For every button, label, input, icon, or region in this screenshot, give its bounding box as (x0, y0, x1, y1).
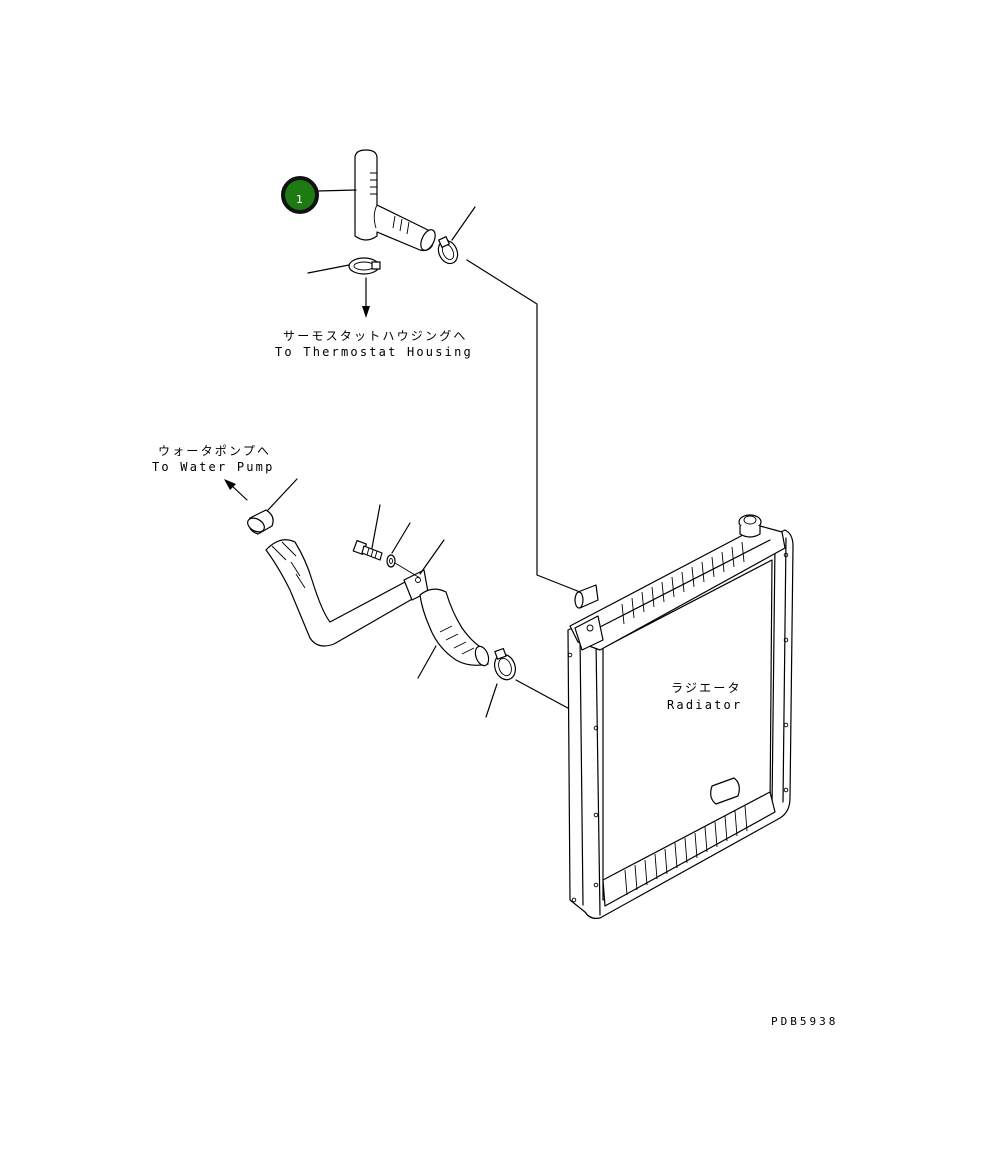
lower-radiator-hose[interactable] (419, 588, 491, 667)
upper-hose-clamp-bottom[interactable] (348, 257, 381, 275)
clamp-leader-bottom (307, 264, 350, 274)
bolt[interactable] (352, 539, 383, 561)
callout-badge-circle (281, 176, 319, 214)
bolt-axis-line (394, 562, 421, 579)
upper-hose-to-radiator-line (466, 259, 581, 593)
callout-badge-number: 1 (296, 193, 303, 206)
callout-badge-1[interactable]: 1 (281, 176, 319, 214)
callout-leader (317, 189, 357, 192)
thermostat-arrow-head (362, 306, 370, 318)
water-pump-hose-leader (267, 478, 298, 511)
lower-hose-leader (417, 645, 437, 679)
upper-radiator-hose[interactable] (354, 149, 438, 253)
water-pump-label-en: To Water Pump (152, 460, 275, 474)
upper-hose-clamp-right[interactable] (435, 236, 461, 267)
lower-hose-clamp[interactable] (491, 647, 519, 683)
radiator[interactable] (567, 514, 794, 919)
bracket-leader (419, 539, 445, 575)
lower-water-pipe[interactable] (265, 539, 429, 647)
clamp-leader-right (451, 206, 476, 241)
radiator-label-en: Radiator (667, 698, 742, 712)
radiator-label-jp: ラジエータ (671, 681, 742, 695)
washer-leader (391, 522, 411, 554)
water-pump-arrow-head (224, 479, 236, 490)
water-pump-label-jp: ウォータポンプへ (158, 444, 271, 458)
washer[interactable] (386, 554, 396, 568)
thermostat-label-jp: サーモスタットハウジングへ (283, 329, 468, 343)
water-pump-hose[interactable] (245, 509, 274, 535)
thermostat-label-en: To Thermostat Housing (275, 345, 473, 359)
lower-clamp-leader (485, 683, 498, 718)
bolt-leader (371, 504, 381, 549)
drawing-code: PDB5938 (771, 1015, 838, 1028)
